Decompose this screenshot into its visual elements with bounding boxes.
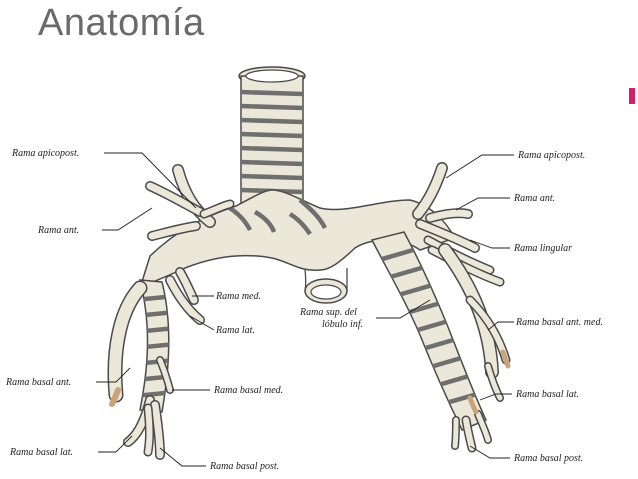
slide-title: Anatomía	[38, 2, 205, 44]
label-left-basal-ant: Rama basal ant.	[5, 377, 71, 388]
label-right-sup-lobulo-2: lóbulo inf.	[322, 319, 363, 330]
label-left-basal-med: Rama basal med.	[213, 385, 283, 396]
label-left-apicopost: Rama apicopost.	[11, 148, 79, 159]
label-right-lingular: Rama lingular	[513, 243, 572, 254]
main-bronchi-arch	[138, 189, 457, 304]
label-right-basal-post: Rama basal post.	[513, 453, 583, 464]
leader-lines	[96, 152, 514, 467]
labels-left: Rama apicopost. Rama ant. Rama med. Rama…	[5, 148, 283, 472]
right-branches	[370, 162, 511, 453]
label-right-sup-lobulo-1: Rama sup. del	[299, 307, 357, 318]
trachea	[238, 66, 306, 227]
label-left-ant: Rama ant.	[37, 225, 79, 236]
labels-right: Rama apicopost. Rama ant. Rama lingular …	[299, 150, 603, 464]
left-branches	[107, 164, 235, 460]
label-right-basal-lat: Rama basal lat.	[515, 389, 579, 400]
label-left-basal-post: Rama basal post.	[209, 461, 279, 472]
label-right-basal-ant-med: Rama basal ant. med.	[515, 317, 603, 328]
label-right-ant: Rama ant.	[513, 193, 555, 204]
label-right-apicopost: Rama apicopost.	[517, 150, 585, 161]
label-left-med: Rama med.	[215, 291, 261, 302]
label-left-lat: Rama lat.	[215, 325, 255, 336]
accent-mark	[629, 88, 635, 104]
label-left-basal-lat: Rama basal lat.	[9, 447, 73, 458]
